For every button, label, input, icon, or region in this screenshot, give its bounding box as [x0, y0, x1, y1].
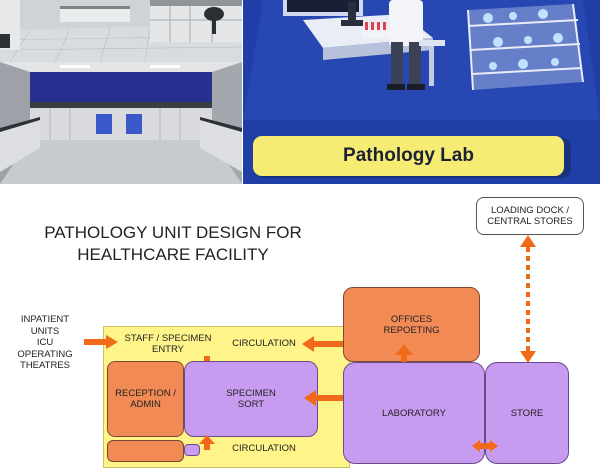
diagram-title-line2: HEALTHCARE FACILITY [77, 245, 269, 264]
inpatient-label: INPATIENT UNITS ICU OPERATING THEATRES [2, 314, 88, 372]
inpatient-line4: OPERATING [17, 348, 73, 360]
offices-box: OFFICES REPOETING [343, 287, 480, 362]
laboratory-label: LABORATORY [382, 407, 446, 419]
offices-label: OFFICES REPOETING [383, 313, 440, 336]
reception-box: RECEPTION / ADMIN [107, 361, 184, 437]
store-box: STORE [485, 362, 569, 464]
laboratory-box: LABORATORY [343, 362, 485, 464]
lab-photo-top [0, 0, 242, 62]
sort-up-arrow [199, 435, 215, 450]
reception-label: RECEPTION / ADMIN [115, 388, 176, 410]
specimen-sort-box: SPECIMEN SORT [184, 361, 318, 437]
lab-store-arrow [472, 440, 498, 452]
specimen-sort-label: SPECIMEN SORT [226, 388, 276, 410]
bottom-left-box-partial [107, 440, 184, 462]
inpatient-entry-arrow [84, 335, 118, 349]
inpatient-line1: INPATIENT [20, 314, 70, 325]
store-label: STORE [510, 407, 544, 419]
circulation-top-label: CIRCULATION [232, 337, 296, 349]
pathology-lab-banner: Pathology Lab [243, 0, 600, 184]
dock-store-arrow [520, 235, 536, 363]
loading-dock-label: LOADING DOCK / CENTRAL STORES [487, 205, 573, 227]
inpatient-line2: UNITS [30, 325, 60, 337]
banner-label: Pathology Lab [343, 145, 474, 166]
staff-entry-label: STAFF / SPECIMEN ENTRY [124, 333, 212, 355]
loading-dock-box: LOADING DOCK / CENTRAL STORES [476, 197, 584, 235]
inpatient-line3: ICU [36, 337, 54, 348]
diagram-title-line1: PATHOLOGY UNIT DESIGN FOR [44, 223, 302, 242]
inpatient-line5: THEATRES [20, 360, 70, 371]
circulation-bottom-label: CIRCULATION [232, 442, 296, 454]
lab-photo-bottom [0, 62, 242, 184]
bottom-mid-box-partial [184, 444, 200, 456]
banner-label-pill: Pathology Lab [253, 136, 564, 176]
